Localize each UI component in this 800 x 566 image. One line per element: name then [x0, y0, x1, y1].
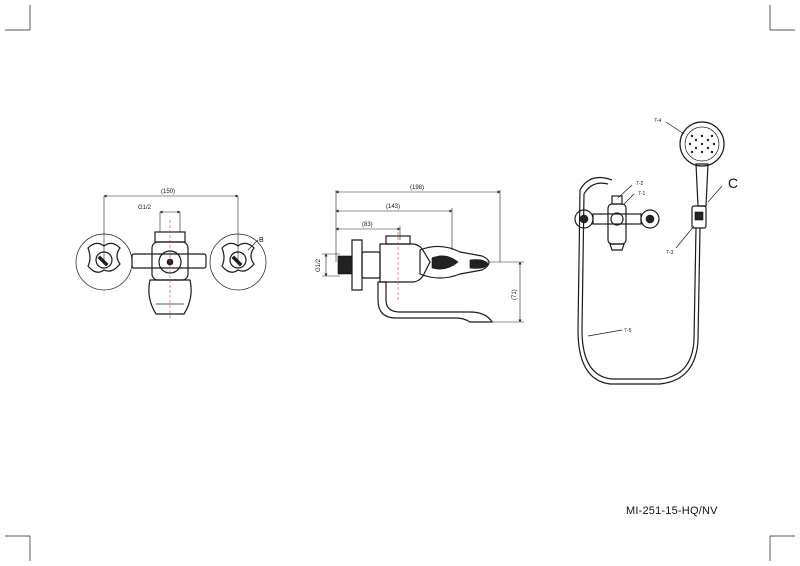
front-view-drawing [75, 194, 267, 320]
side-thread-label: G1/2 [316, 258, 322, 272]
side-spout-length-label: (143) [386, 204, 400, 210]
detail-label-c: C [728, 175, 738, 191]
front-width-label: (150) [161, 189, 175, 195]
shower-set-drawing [574, 121, 725, 385]
part-label-7-2: 7-2 [636, 181, 643, 187]
side-body-length-label: (83) [362, 222, 373, 228]
side-height-label: (71) [512, 289, 518, 300]
side-view-drawing [322, 190, 524, 323]
part-label-7-3: 7-3 [666, 250, 673, 256]
shower-head-nozzles [688, 134, 716, 154]
part-label-7-5: 7-5 [624, 328, 631, 334]
detail-label-b: B [259, 237, 264, 244]
part-label-7-4: 7-4 [654, 118, 661, 124]
part-label-7-1: 7-1 [638, 191, 645, 197]
front-thread-label: G1/2 [138, 205, 152, 211]
model-code: MI-251-15-HQ/NV [626, 505, 718, 517]
crop-marks [5, 5, 795, 561]
side-total-length-label: (198) [410, 185, 424, 191]
